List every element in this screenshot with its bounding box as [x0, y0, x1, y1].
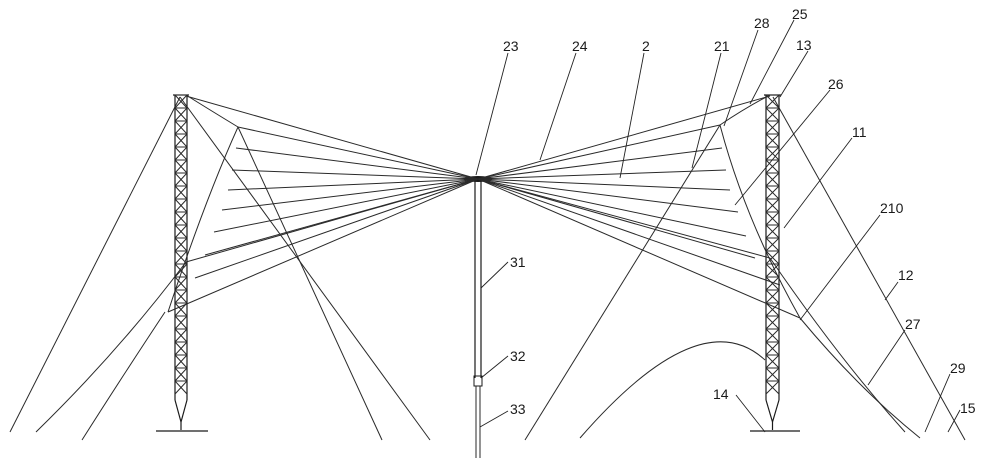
label-2: 2 — [642, 38, 650, 54]
label-13: 13 — [796, 37, 812, 53]
guy-cables — [9, 96, 966, 441]
label-31: 31 — [510, 254, 526, 270]
left-lattice-tower — [173, 94, 189, 430]
label-21: 21 — [714, 38, 730, 54]
central-mast — [473, 179, 483, 458]
label-28: 28 — [754, 15, 770, 31]
part-labels: 23 24 2 21 28 25 13 26 11 210 12 27 29 1… — [503, 6, 976, 417]
label-24: 24 — [572, 38, 588, 54]
leader-lines — [475, 19, 961, 433]
label-33: 33 — [510, 401, 526, 417]
label-32: 32 — [510, 348, 526, 364]
label-27: 27 — [905, 316, 921, 332]
right-cable-fan — [477, 95, 801, 319]
label-14: 14 — [713, 386, 729, 402]
left-fan-boundary — [167, 94, 239, 313]
left-cable-fan — [167, 95, 479, 313]
right-lattice-tower — [764, 94, 781, 430]
label-25: 25 — [792, 6, 808, 22]
label-15: 15 — [960, 400, 976, 416]
right-fan-boundary — [719, 94, 801, 319]
label-29: 29 — [950, 360, 966, 376]
label-210: 210 — [880, 200, 904, 216]
label-26: 26 — [828, 76, 844, 92]
label-11: 11 — [852, 124, 867, 140]
label-12: 12 — [898, 267, 914, 283]
label-23: 23 — [503, 38, 519, 54]
